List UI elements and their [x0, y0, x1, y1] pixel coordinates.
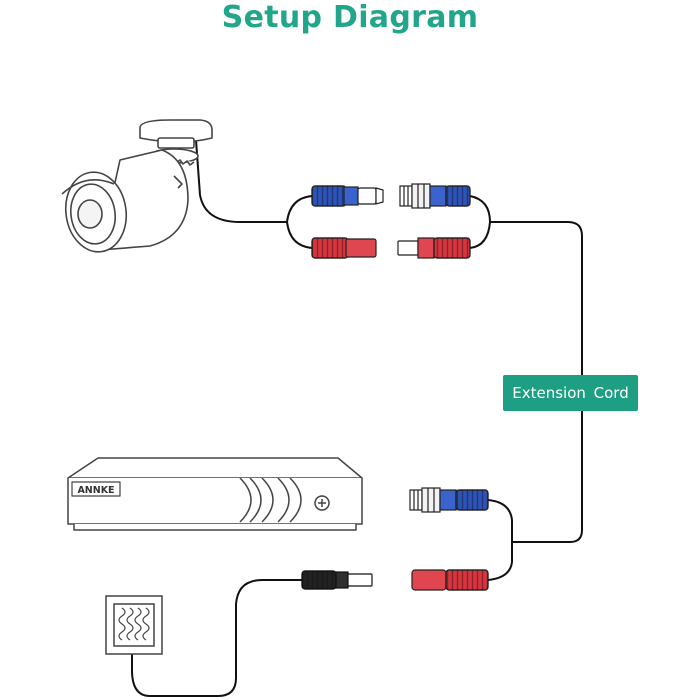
dc-power-plug-icon	[397, 237, 471, 259]
bullet-camera-icon	[61, 119, 213, 253]
camera-power-connector	[311, 237, 377, 259]
camera-split-lower	[286, 221, 313, 249]
dvr-side-power-connector	[411, 569, 489, 591]
diagram-title: Setup Diagram	[221, 0, 479, 35]
power-adapter-icon	[105, 595, 163, 655]
dvr-split-upper	[487, 499, 513, 543]
extension-split-upper	[469, 195, 491, 223]
bnc-connector-icon	[399, 183, 471, 209]
dvr-video-connector	[409, 487, 489, 513]
extension-cord-label: Extension Cord	[503, 375, 638, 411]
dvr-recorder-icon	[67, 457, 363, 531]
camera-cable	[195, 139, 288, 223]
adapter-cable	[131, 579, 303, 697]
dvr-brand-logo: ANNKE	[77, 485, 114, 496]
camera-split-upper	[286, 195, 313, 223]
dvr-split-lower	[487, 541, 513, 581]
camera-video-connector	[311, 185, 384, 207]
adapter-power-plug	[301, 570, 373, 590]
extension-split-lower	[469, 221, 491, 249]
